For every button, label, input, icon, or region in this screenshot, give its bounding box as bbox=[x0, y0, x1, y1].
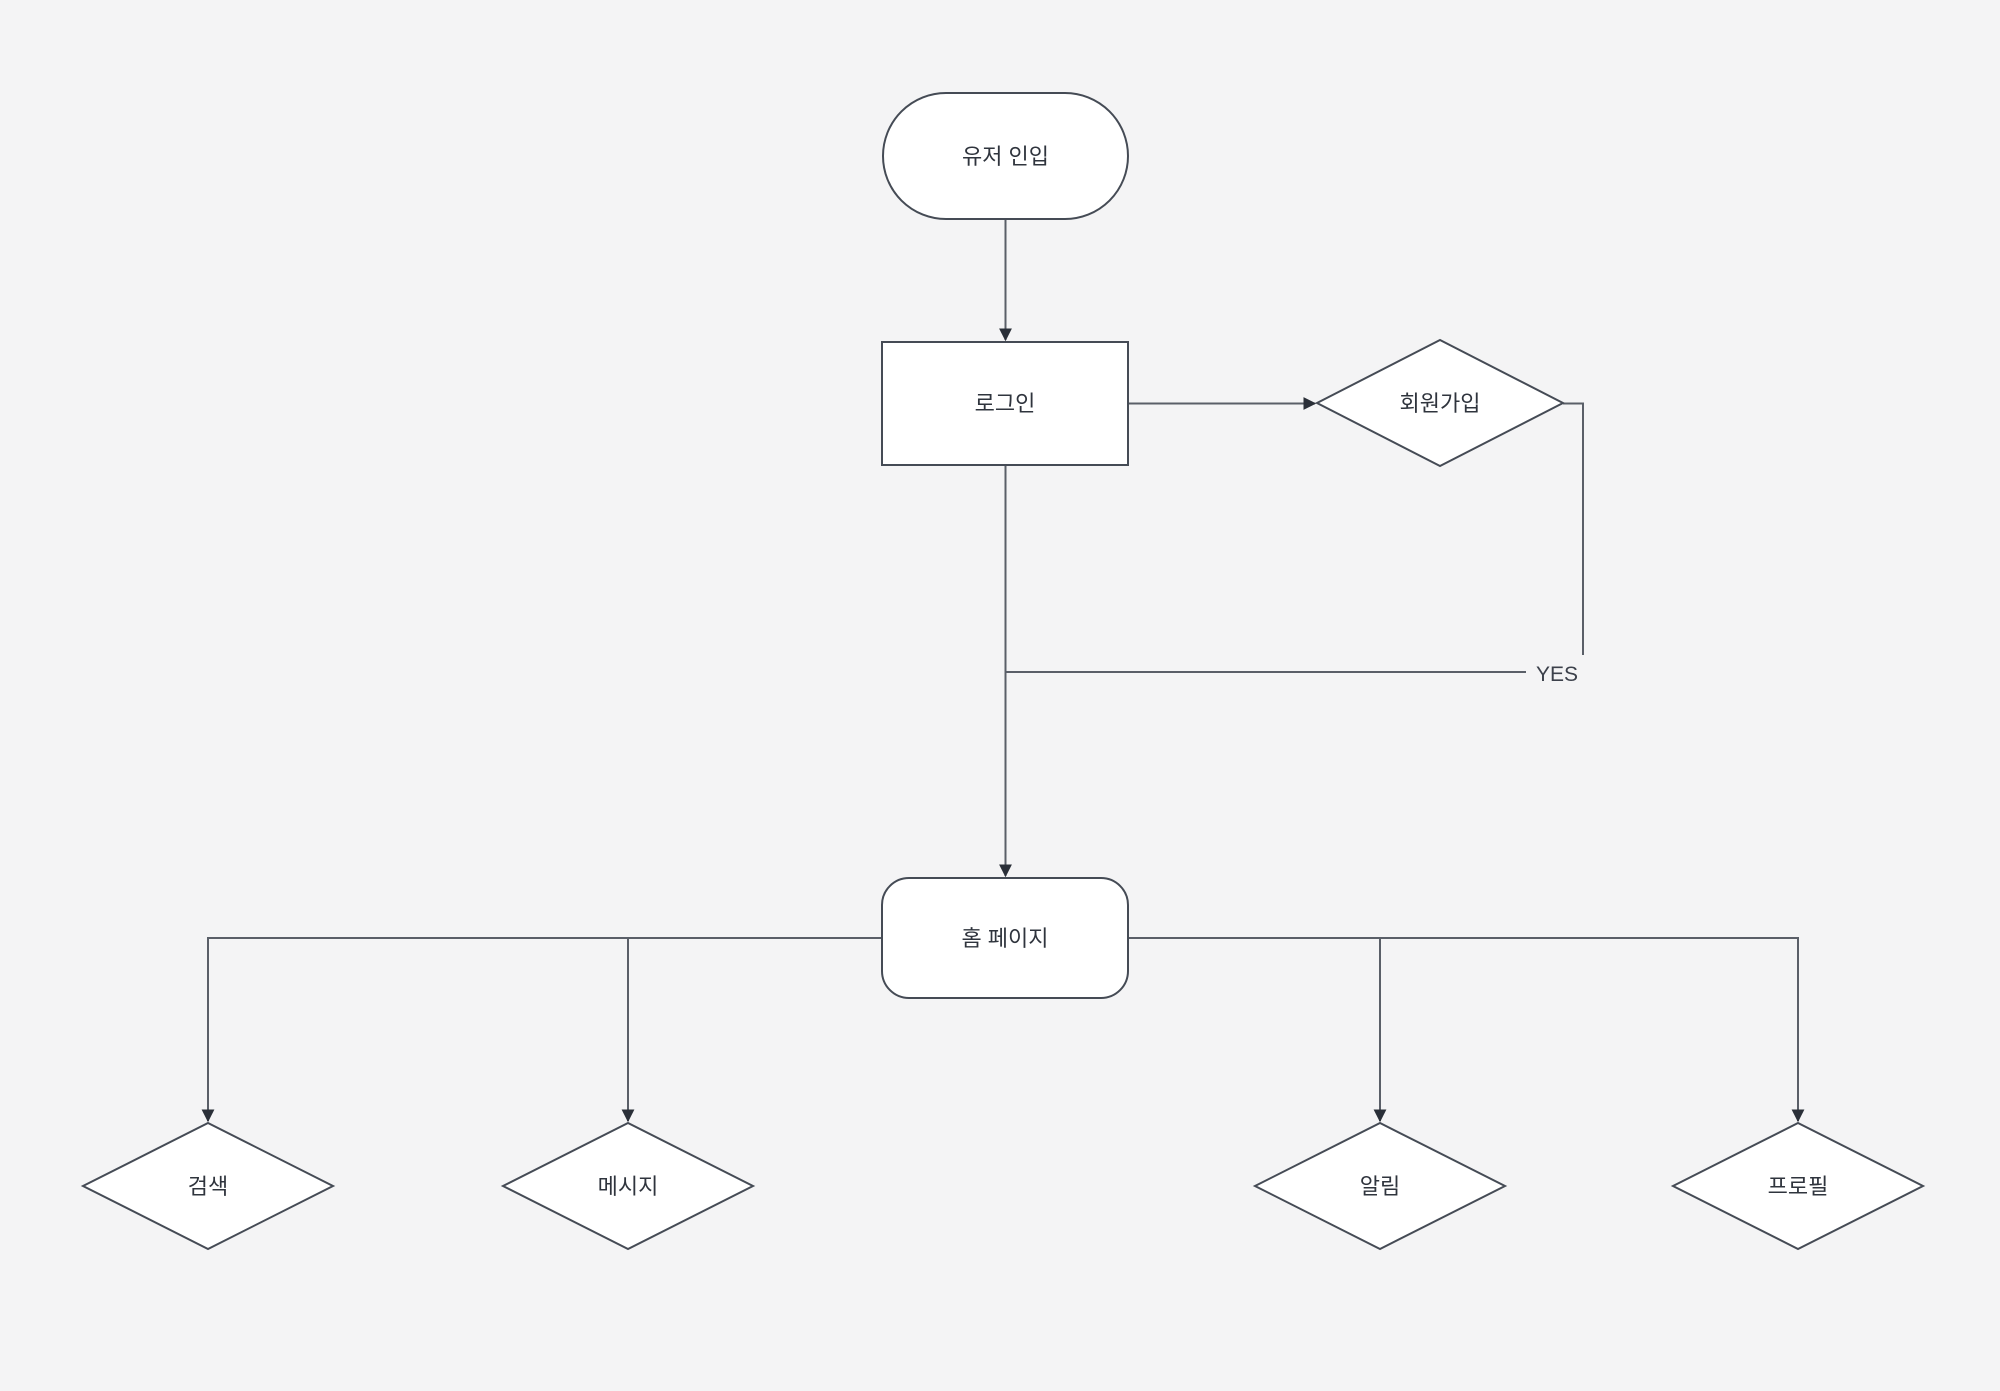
edge-home-to-profile bbox=[1128, 937, 1805, 1123]
node-profile[interactable]: 프로필 bbox=[1670, 1121, 1926, 1251]
process-shape bbox=[881, 341, 1129, 466]
edge-label-yes-background bbox=[1526, 655, 1588, 689]
node-message-label: 메시지 bbox=[598, 1174, 659, 1199]
edge-signup-yes-return bbox=[1006, 402, 1584, 673]
node-user-entry[interactable]: 유저 인입 bbox=[882, 92, 1129, 220]
decision-shape bbox=[1252, 1121, 1508, 1251]
node-login[interactable]: 로그인 bbox=[881, 341, 1129, 466]
edge-home-to-search bbox=[201, 937, 882, 1123]
node-signup[interactable]: 회원가입 bbox=[1314, 338, 1566, 468]
node-search-label: 검색 bbox=[188, 1174, 228, 1199]
decision-shape bbox=[80, 1121, 336, 1251]
node-notification[interactable]: 알림 bbox=[1252, 1121, 1508, 1251]
decision-shape bbox=[1314, 338, 1566, 468]
node-login-label: 로그인 bbox=[975, 391, 1036, 416]
decision-shape bbox=[1670, 1121, 1926, 1251]
rounded-process-shape bbox=[881, 877, 1129, 999]
edge-label-yes: YES bbox=[1526, 655, 1588, 689]
node-signup-label: 회원가입 bbox=[1400, 391, 1481, 416]
connectors bbox=[201, 219, 1805, 1123]
decision-shape bbox=[500, 1121, 756, 1251]
node-home-label: 홈 페이지 bbox=[961, 926, 1048, 951]
terminator-shape bbox=[882, 92, 1129, 220]
node-profile-label: 프로필 bbox=[1768, 1174, 1829, 1199]
node-user-entry-label: 유저 인입 bbox=[962, 144, 1049, 169]
edge-label-yes-text: YES bbox=[1536, 663, 1578, 686]
node-message[interactable]: 메시지 bbox=[500, 1121, 756, 1251]
node-notification-label: 알림 bbox=[1360, 1174, 1400, 1199]
node-home[interactable]: 홈 페이지 bbox=[881, 877, 1129, 999]
node-search[interactable]: 검색 bbox=[80, 1121, 336, 1251]
